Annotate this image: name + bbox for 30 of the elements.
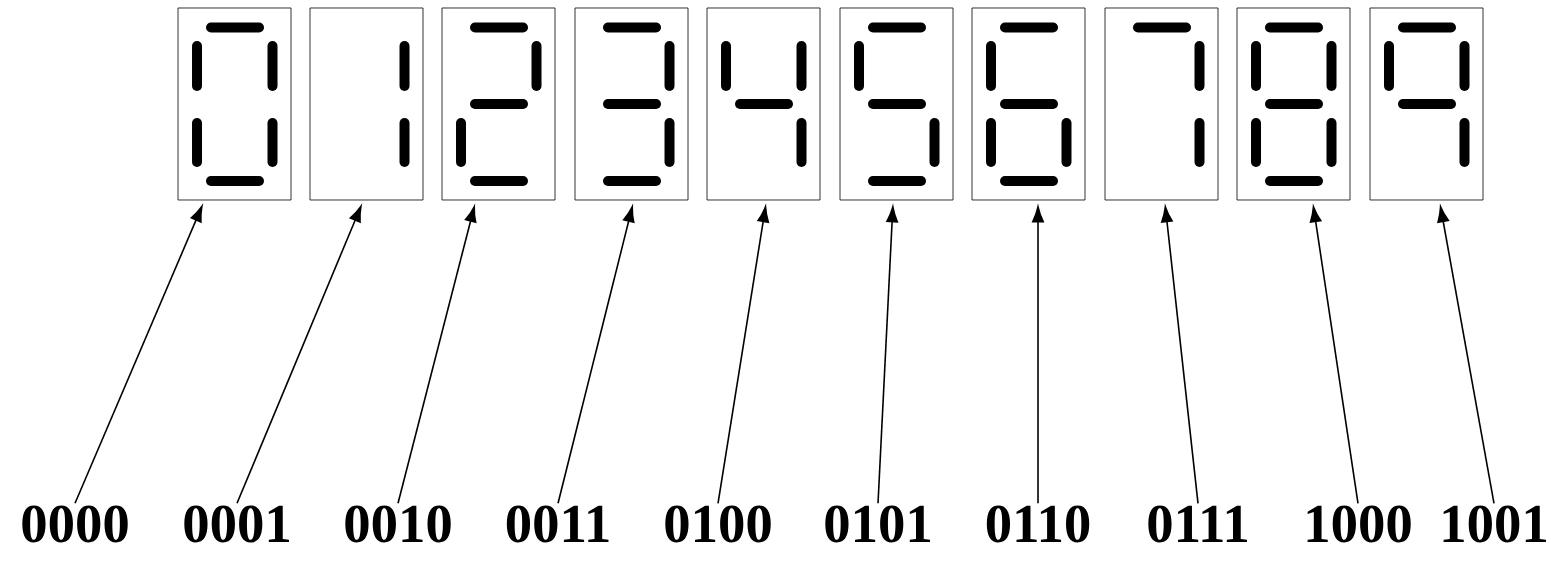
seven-segment-display: [1369, 7, 1484, 201]
arrow: [1032, 206, 1044, 505]
binary-code-label: 0010: [345, 505, 451, 543]
arrow: [1309, 206, 1359, 505]
seven-segment-display: [1236, 7, 1351, 201]
binary-code-label: 0101: [825, 505, 930, 543]
binary-code-label: 0000: [22, 505, 128, 543]
arrow: [397, 206, 477, 505]
binary-code-label: 0110: [986, 505, 1090, 543]
seven-segment-display: [971, 7, 1086, 201]
binary-code-label: 0100: [665, 505, 771, 543]
arrow: [74, 205, 203, 505]
arrow: [877, 206, 899, 505]
binary-code-label: 1001: [1443, 505, 1546, 543]
binary-code-label: 0111: [1148, 505, 1247, 543]
binary-code-label: 1000: [1307, 505, 1411, 543]
arrow: [1161, 206, 1199, 505]
arrow: [1437, 206, 1495, 505]
arrow: [557, 206, 635, 505]
seven-segment-display: [309, 7, 424, 201]
seven-segment-display: [441, 7, 556, 201]
seven-segment-display: [839, 7, 954, 201]
binary-code-label: 0001: [184, 505, 289, 543]
arrow: [717, 206, 770, 505]
seven-segment-display: [1104, 7, 1219, 201]
seven-segment-display: [574, 7, 689, 201]
seven-segment-display: [706, 7, 821, 201]
arrow: [236, 205, 362, 505]
seven-segment-display: [177, 7, 292, 201]
binary-code-label: 0011: [506, 505, 609, 543]
